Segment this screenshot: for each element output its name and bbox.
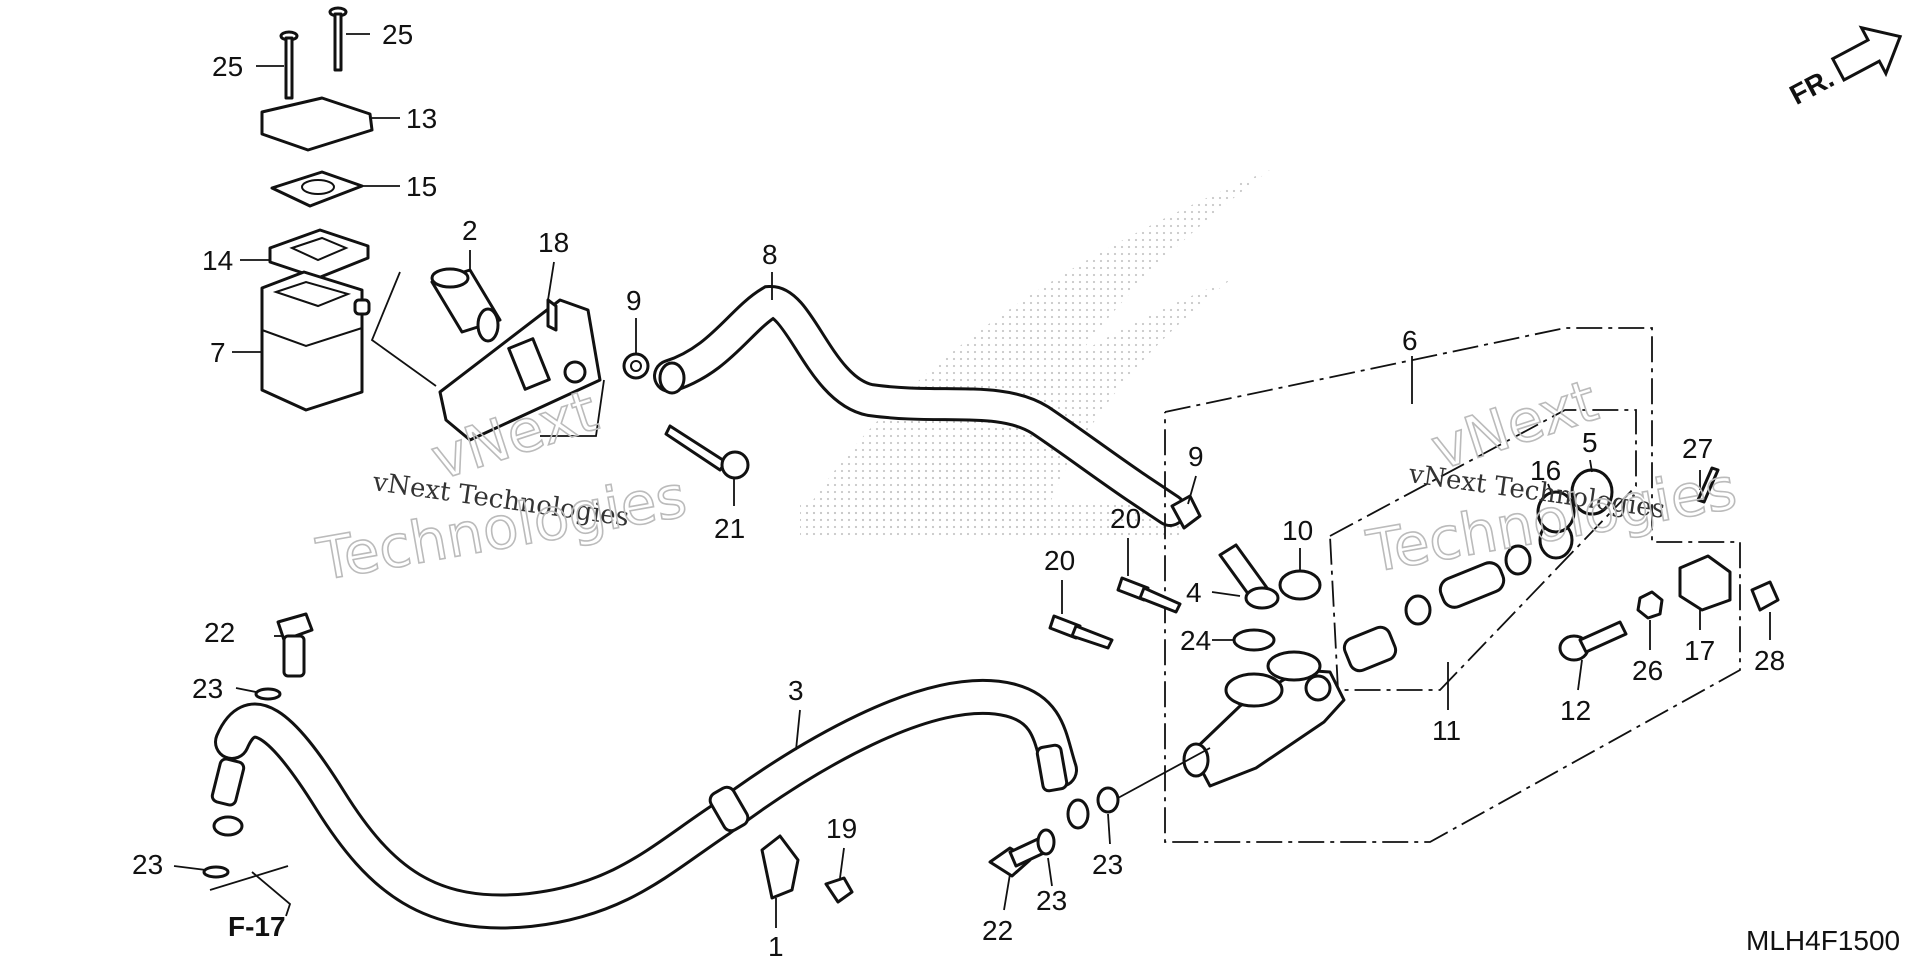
clamp-part-9b: [1170, 494, 1202, 530]
callout-10: 10: [1282, 515, 1313, 546]
callout-23d: 23: [1092, 849, 1123, 880]
bolt-part-20b: [1048, 614, 1114, 650]
callout-19: 19: [826, 813, 857, 844]
watermark-left: vNext vNext Technologies Technologies: [311, 375, 692, 594]
diagram-code: MLH4F1500: [1746, 925, 1900, 956]
clamp-part-1: [760, 834, 800, 900]
piston-kit-part-11: [1342, 520, 1574, 673]
joint-part-4: [1218, 543, 1280, 610]
pin-part-27: [1696, 466, 1720, 504]
pin-part-2: [430, 267, 502, 343]
direction-label: FR.: [1785, 62, 1839, 111]
callout-15: 15: [406, 171, 437, 202]
clamp-part-9a: [622, 352, 650, 380]
callout-23a: 23: [192, 673, 223, 704]
callout-27: 27: [1682, 433, 1713, 464]
washer-part-23d: [1096, 786, 1120, 814]
callout-24: 24: [1180, 625, 1211, 656]
joint-part-17: [1678, 554, 1732, 612]
callout-11: 11: [1432, 715, 1461, 746]
bolt-part-20a: [1116, 576, 1182, 614]
callout-28: 28: [1754, 645, 1785, 676]
callout-9b: 9: [1188, 441, 1204, 472]
brake-hose-part-3: [210, 678, 1090, 930]
direction-indicator: FR.: [1785, 25, 1903, 111]
callout-6: 6: [1402, 325, 1418, 356]
screw-part-25a: [279, 30, 299, 100]
plate-part-15: [270, 170, 364, 208]
diaphragm-part-14: [268, 228, 370, 280]
ring-part-16: [1536, 490, 1576, 534]
bolt-part-21: [664, 424, 750, 480]
washer-part-23c: [1036, 828, 1056, 856]
callout-26: 26: [1632, 655, 1663, 686]
callout-13: 13: [406, 103, 437, 134]
callout-22b: 22: [982, 915, 1013, 946]
callout-25b: 25: [382, 19, 413, 50]
reference-code: F-17: [228, 911, 286, 942]
reservoir-hose-part-8: [653, 285, 1187, 527]
callout-labels: 25 25 13 15 14 7 2 18 9 8 21 9 10 4 24 6…: [132, 19, 1785, 960]
bracket-part-18: [438, 298, 602, 442]
washer-part-23b: [202, 865, 230, 879]
callout-18: 18: [538, 227, 569, 258]
pin-part-28: [1750, 580, 1780, 612]
callout-12: 12: [1560, 695, 1591, 726]
reservoir-body-part-7: [260, 270, 364, 412]
master-cylinder-part: [1182, 650, 1346, 788]
callout-21: 21: [714, 513, 745, 544]
callout-23c: 23: [1036, 885, 1067, 916]
callout-23b: 23: [132, 849, 163, 880]
callout-5: 5: [1582, 427, 1598, 458]
push-rod-part-12: [1558, 620, 1628, 662]
reservoir-cap-part-13: [260, 96, 374, 152]
o-ring-part-24: [1232, 628, 1276, 652]
watermark-technologies-left: Technologies: [312, 462, 692, 594]
callout-14: 14: [202, 245, 233, 276]
background-wing-watermark: [800, 170, 1270, 540]
banjo-bolt-part-22a: [276, 612, 314, 678]
callout-25a: 25: [212, 51, 243, 82]
screw-part-25b: [328, 6, 348, 72]
callout-9a: 9: [626, 285, 642, 316]
washer-part-23a: [254, 687, 282, 701]
reservoir-assembly: [260, 6, 374, 412]
callout-1: 1: [768, 931, 784, 960]
callout-4: 4: [1186, 577, 1202, 608]
circlip-part-10: [1278, 569, 1322, 601]
callout-20a: 20: [1110, 503, 1141, 534]
direction-arrow-icon: [1830, 25, 1903, 83]
callout-7: 7: [210, 337, 226, 368]
callout-8: 8: [762, 239, 778, 270]
callout-20b: 20: [1044, 545, 1075, 576]
callout-17: 17: [1684, 635, 1715, 666]
nut-part-26: [1636, 590, 1664, 620]
leader-lines: [173, 33, 1771, 928]
callout-2: 2: [462, 215, 478, 246]
master-cylinder-outline: [1164, 327, 1741, 843]
callout-22a: 22: [204, 617, 235, 648]
bolt-part-19: [824, 876, 854, 904]
callout-3: 3: [788, 675, 804, 706]
callout-16: 16: [1530, 455, 1561, 486]
